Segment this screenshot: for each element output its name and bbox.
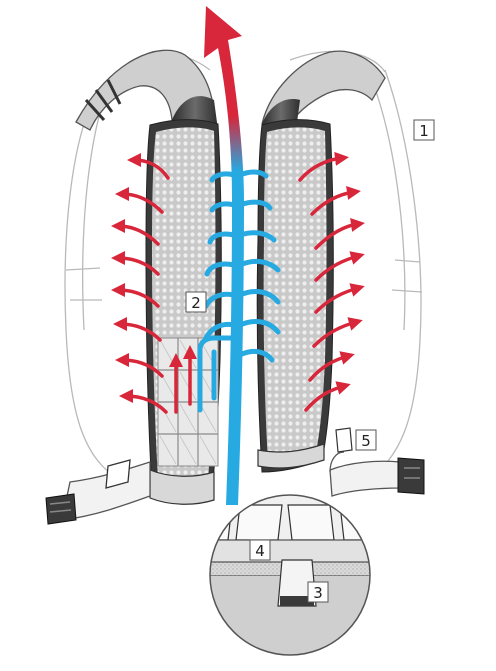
callout-1: 1 — [413, 119, 435, 141]
blue-arrow-icon — [197, 169, 281, 413]
svg-text:2: 2 — [191, 294, 201, 312]
callout-5: 5 — [355, 429, 377, 451]
right-shoulder-strap — [261, 50, 386, 133]
lower-back-padding — [149, 443, 325, 505]
left-hip-belt — [61, 459, 151, 521]
svg-text:3: 3 — [313, 584, 323, 602]
magnified-detail — [209, 494, 371, 656]
svg-text:5: 5 — [361, 432, 371, 450]
red-arrow-icon — [111, 151, 365, 414]
svg-text:1: 1 — [419, 122, 429, 140]
strap-adjuster — [335, 427, 353, 453]
buckle-icon — [45, 493, 77, 525]
right-hip-belt — [329, 451, 425, 497]
svg-text:4: 4 — [255, 542, 265, 560]
callout-3: 3 — [307, 581, 329, 603]
padding-blocks — [157, 337, 219, 467]
callout-2: 2 — [185, 291, 207, 313]
callout-4: 4 — [249, 539, 271, 561]
central-airflow-channel — [204, 6, 244, 505]
